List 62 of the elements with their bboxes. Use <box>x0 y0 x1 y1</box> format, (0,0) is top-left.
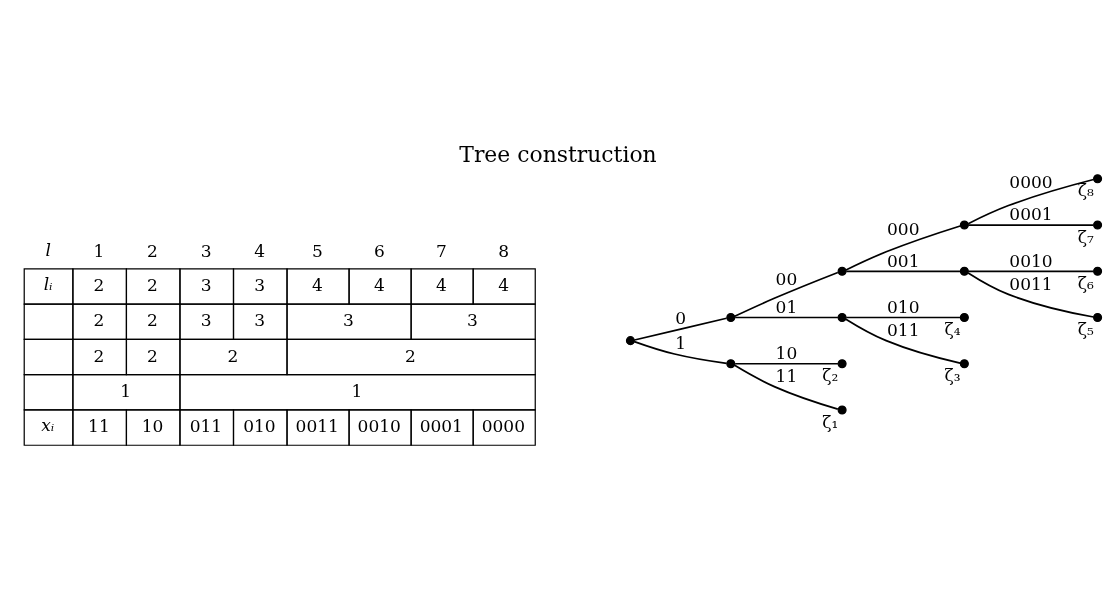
edge-label: 1 <box>675 333 687 354</box>
label: 2 <box>147 345 158 366</box>
edge-label: 11 <box>775 366 798 387</box>
edge-label: 011 <box>886 320 920 340</box>
node-label: ζ₅ <box>1077 319 1094 340</box>
edge-label: 10 <box>775 343 798 364</box>
node-label: ζ₁ <box>822 411 839 432</box>
edge-label: 01 <box>775 296 798 317</box>
label: 4 <box>374 274 385 295</box>
label: 5 <box>311 240 323 261</box>
label: 7 <box>436 240 447 261</box>
label: 2 <box>227 345 239 366</box>
label: 2 <box>147 240 158 261</box>
label: 010 <box>243 416 276 437</box>
edge-label: 000 <box>886 219 920 240</box>
label: 0001 <box>419 416 463 437</box>
diagram-title: Tree construction <box>459 142 657 168</box>
label: 4 <box>254 240 266 261</box>
label: 2 <box>147 310 158 331</box>
edge-label: 0010 <box>1009 250 1053 271</box>
label: l <box>45 239 51 260</box>
label: lᵢ <box>43 273 53 294</box>
label: 011 <box>189 416 223 437</box>
edge-label: 0001 <box>1009 204 1053 225</box>
label: 3 <box>467 310 478 331</box>
label: 3 <box>254 310 266 331</box>
edge-label: 001 <box>886 250 920 271</box>
label: 8 <box>498 240 509 261</box>
label: 10 <box>141 416 164 437</box>
edge-label: 00 <box>775 268 798 289</box>
label: 11 <box>88 416 110 437</box>
edge-label: 0 <box>675 307 687 328</box>
label: 1 <box>120 380 132 401</box>
label: 3 <box>343 310 354 331</box>
label: 2 <box>405 345 416 366</box>
edge-label: 0011 <box>1009 273 1053 294</box>
label: 0010 <box>357 416 401 437</box>
node-label: ζ₈ <box>1077 180 1094 201</box>
label: 4 <box>436 274 447 295</box>
label: 3 <box>200 310 212 331</box>
label: 4 <box>498 274 509 295</box>
label: 2 <box>93 345 105 366</box>
label: 0011 <box>295 416 339 437</box>
label: 1 <box>351 380 363 401</box>
node-label: ζ₃ <box>944 365 961 386</box>
label: xᵢ <box>41 414 55 435</box>
label: 2 <box>93 274 105 295</box>
node-label: ζ₂ <box>822 365 839 386</box>
label: 2 <box>147 274 158 295</box>
node-label: ζ₇ <box>1077 226 1094 247</box>
edge-label: 010 <box>886 296 920 317</box>
edge-label: 0000 <box>1009 171 1053 192</box>
label: 6 <box>374 240 385 261</box>
label: 3 <box>200 240 212 261</box>
label: 1 <box>93 240 105 261</box>
label: 2 <box>93 310 105 331</box>
label: 0000 <box>481 416 526 437</box>
label: 3 <box>254 274 266 295</box>
label: 4 <box>311 274 323 295</box>
node-label: ζ₆ <box>1077 272 1094 293</box>
node-label: ζ₄ <box>944 319 961 340</box>
label: 3 <box>200 274 212 295</box>
